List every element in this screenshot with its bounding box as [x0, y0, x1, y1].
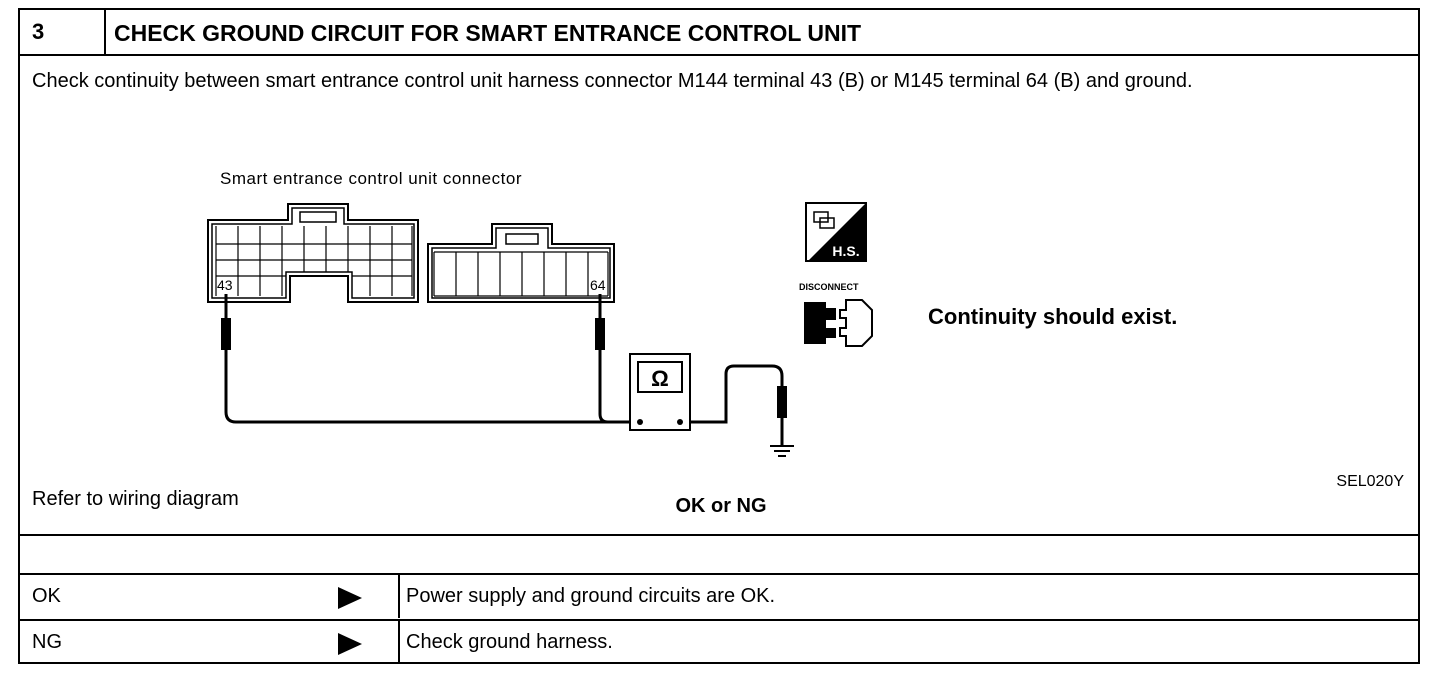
probe-left	[221, 318, 231, 350]
step-number: 3	[20, 10, 106, 54]
harness-side-icon	[805, 202, 867, 262]
procedure-table: 3 CHECK GROUND CIRCUIT FOR SMART ENTRANC…	[18, 8, 1420, 664]
terminal-64-label: 64	[590, 277, 606, 293]
probe-wires	[224, 294, 784, 446]
arrow-right-icon	[338, 633, 362, 655]
decision-result: Power supply and ground circuits are OK.	[406, 585, 776, 607]
decision-label: OK	[32, 585, 61, 607]
connector-m145	[427, 223, 615, 303]
step-title: CHECK GROUND CIRCUIT FOR SMART ENTRANCE …	[114, 20, 862, 46]
decision-label: NG	[32, 631, 62, 653]
connector-m144	[207, 203, 419, 303]
decision-result: Check ground harness.	[406, 631, 613, 653]
column-divider	[398, 575, 400, 618]
probe-ground	[777, 386, 787, 418]
step-body: Check continuity between smart entrance …	[20, 56, 1418, 536]
terminal-43-label: 43	[217, 277, 233, 293]
ohmmeter-icon	[629, 353, 691, 431]
disconnect-label: DISCONNECT	[799, 282, 859, 292]
connector-label: Smart entrance control unit connector	[220, 169, 522, 188]
probe-right	[595, 318, 605, 350]
decision-row-ng: NG Check ground harness.	[20, 619, 1418, 664]
hs-badge-label: H.S.	[832, 243, 859, 259]
ohm-symbol: Ω	[651, 366, 669, 391]
continuity-result: Continuity should exist.	[928, 304, 1177, 329]
wiring-diagram-reference: Refer to wiring diagram	[32, 488, 239, 510]
ground-icon	[770, 445, 794, 457]
step-header: 3 CHECK GROUND CIRCUIT FOR SMART ENTRANC…	[20, 10, 1418, 56]
continuity-check-diagram: Smart entrance control unit connector	[207, 169, 1404, 490]
column-divider	[398, 621, 400, 664]
instruction-text: Check continuity between smart entrance …	[32, 70, 1193, 92]
figure-code: SEL020Y	[1336, 473, 1404, 490]
decision-row-ok: OK Power supply and ground circuits are …	[20, 573, 1418, 618]
disconnect-icon	[804, 299, 873, 347]
arrow-right-icon	[338, 587, 362, 609]
decision-header: OK or NG	[675, 495, 767, 517]
